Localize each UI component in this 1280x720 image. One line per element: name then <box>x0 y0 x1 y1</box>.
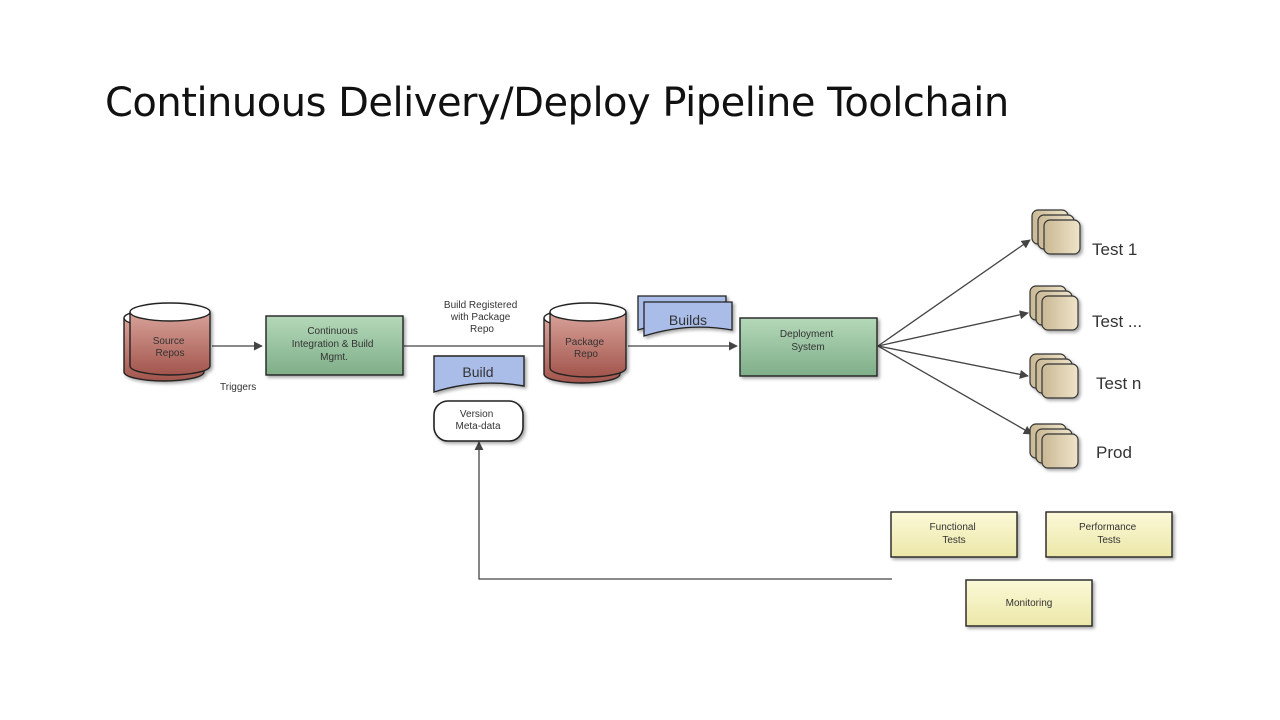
arrow-deploy-to-test-dots <box>877 310 1029 347</box>
performance-tests-label: Performance Tests <box>1079 522 1139 546</box>
package-repo-label: Package Repo <box>565 337 607 360</box>
builds-documents-icon <box>637 295 733 337</box>
environment-label-testn: Test n <box>1096 374 1141 393</box>
environment-label-prod: Prod <box>1096 443 1132 462</box>
environment-label-test-dots: Test ... <box>1092 312 1142 331</box>
ci-build-label: Continuous Integration & Build Mgmt. <box>292 326 377 363</box>
server-stack-icon-testn <box>1029 353 1079 399</box>
server-stack-icon-test-dots <box>1029 285 1079 331</box>
monitoring-label: Monitoring <box>1006 598 1053 609</box>
build-registered-label: Build Registered with Package Repo <box>444 300 520 335</box>
environment-label-test1: Test 1 <box>1092 240 1137 259</box>
functional-tests-box <box>890 511 1018 558</box>
performance-tests-box <box>1045 511 1173 558</box>
build-document-icon <box>433 355 525 393</box>
source-repos-label: Source Repos <box>153 336 187 359</box>
monitoring-box <box>965 579 1093 627</box>
deployment-system-label: Deployment System <box>780 329 836 353</box>
arrow-deploy-to-test1 <box>877 239 1031 347</box>
deployment-system-box <box>739 317 878 377</box>
build-document-label: Build <box>462 364 493 380</box>
slide-title: Continuous Delivery/Deploy Pipeline Tool… <box>105 80 1009 126</box>
arrow-deploy-to-testn <box>877 345 1029 379</box>
arrow-deploy-to-prod <box>877 345 1033 435</box>
builds-documents-label: Builds <box>669 312 707 328</box>
connectors <box>212 239 1033 580</box>
feedback-loop-arrow <box>474 441 892 580</box>
package-repo-db-icon <box>543 302 627 384</box>
source-repos-db-icon <box>123 302 211 382</box>
version-metadata-box <box>433 400 524 442</box>
functional-tests-label: Functional Tests <box>930 522 979 546</box>
version-metadata-label: Version Meta-data <box>455 409 500 432</box>
ci-build-box <box>265 315 404 376</box>
server-stack-icon-prod <box>1029 423 1079 469</box>
triggers-label: Triggers <box>220 382 256 393</box>
server-stack-icon-test1 <box>1031 209 1081 255</box>
